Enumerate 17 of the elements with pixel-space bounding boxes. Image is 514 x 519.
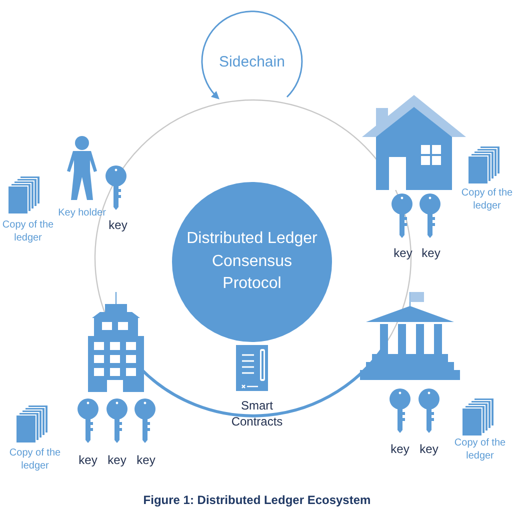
key-label: key	[108, 453, 126, 467]
role-label: Key holder	[58, 208, 106, 218]
loop-label: Sidechain	[219, 54, 285, 70]
key-label: key	[422, 246, 440, 260]
key-label: key	[108, 218, 128, 232]
ledger-copy-label: Copy of the ledger	[8, 448, 62, 472]
ledger-copy-label: Copy of the ledger	[1, 220, 55, 244]
figure-caption: Figure 1: Distributed Ledger Ecosystem	[143, 493, 371, 507]
key-label: key	[420, 442, 438, 456]
key-label: key	[394, 246, 412, 260]
key-label: key	[136, 453, 156, 467]
circle-title: Distributed Ledger Consensus Protocol	[186, 229, 318, 294]
contracts-label: Smart Contracts	[230, 398, 284, 430]
key-label: key	[78, 453, 98, 467]
ledger-copy-label: Copy of the ledger	[460, 188, 514, 212]
key-label: key	[390, 442, 410, 456]
ledger-copy-label: Copy of the ledger	[453, 438, 507, 462]
